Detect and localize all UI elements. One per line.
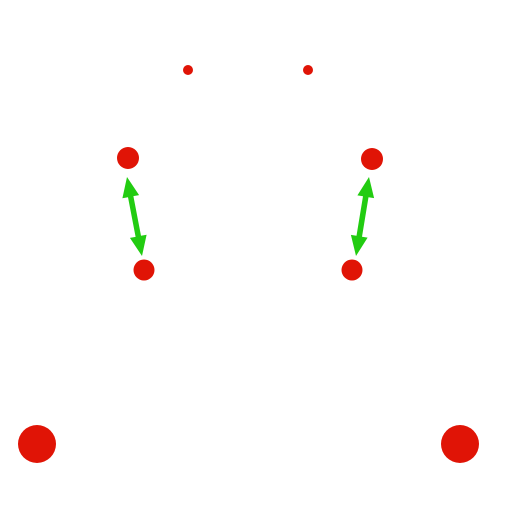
point-mid-right-lower [341, 259, 363, 281]
point-mid-right-upper [361, 148, 383, 170]
point-top-left-small [183, 65, 193, 75]
double-arrow-right [350, 177, 375, 256]
double-arrow-left [122, 177, 147, 256]
point-mid-left-upper [117, 147, 139, 169]
points-layer [18, 65, 479, 463]
point-bottom-left-large [18, 425, 56, 463]
double-headed-arrow-icon [350, 177, 375, 256]
point-bottom-right-large [441, 425, 479, 463]
point-mid-left-lower [133, 259, 155, 281]
point-top-right-small [303, 65, 313, 75]
arrows-layer [122, 177, 375, 256]
double-headed-arrow-icon [122, 177, 147, 256]
